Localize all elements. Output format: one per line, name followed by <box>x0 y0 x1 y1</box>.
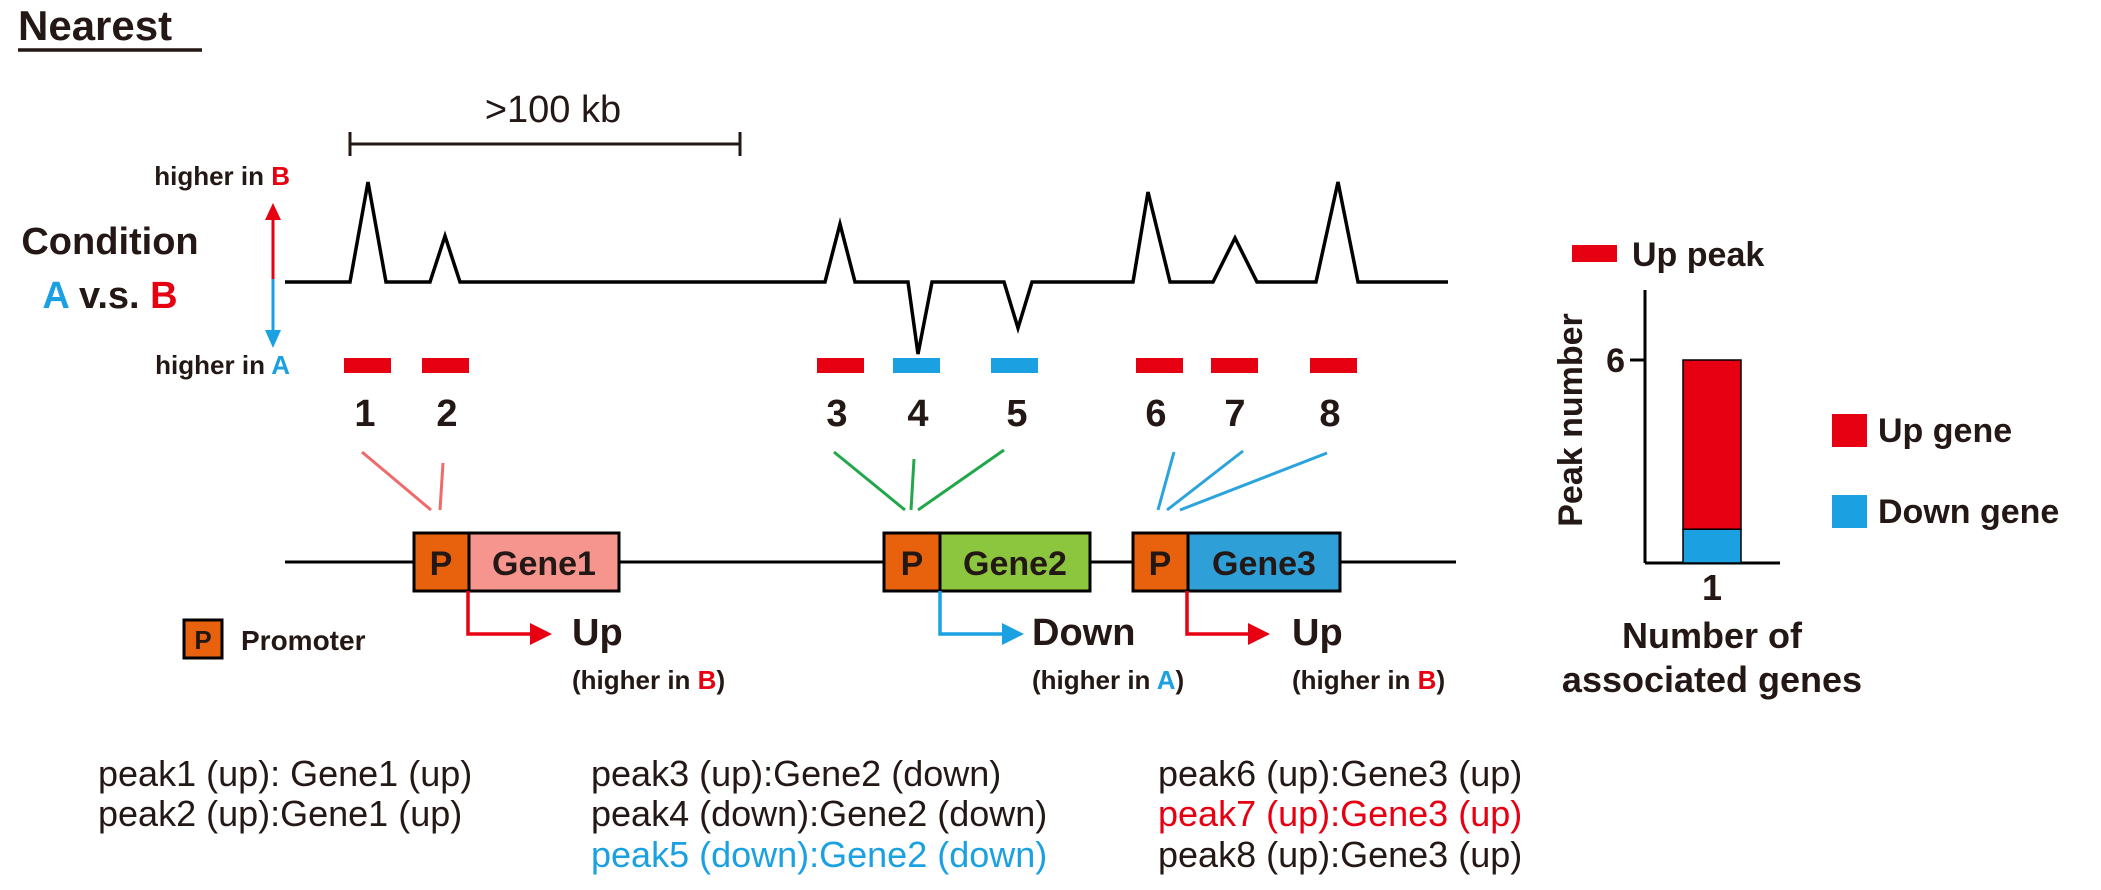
peak-number-4: 4 <box>907 393 928 435</box>
peak-bar-5 <box>991 358 1038 373</box>
gene3-promoter <box>1131 531 1190 593</box>
gene2-direction: Down <box>1032 612 1135 654</box>
mapping-line-highlight: peak7 (up):Gene3 (up) <box>1158 793 1522 834</box>
gene2-name: Gene2 <box>963 545 1067 583</box>
gene2-down-arrow <box>938 591 1024 645</box>
higher-in-a-label: higher in A <box>155 350 290 380</box>
mapping-line: peak6 (up):Gene3 (up) <box>1158 753 1522 794</box>
legend-up-gene-label: Up gene <box>1878 412 2012 450</box>
gene2-note: (higher in A) <box>1032 665 1184 695</box>
link-peak6 <box>1156 451 1176 511</box>
higher-in-b-label: higher in B <box>154 161 290 191</box>
gene3-block: P Gene3 <box>1131 531 1342 593</box>
gene1-promoter-label: P <box>430 545 453 583</box>
mapping-line: peak2 (up):Gene1 (up) <box>98 793 462 834</box>
peak-number-3: 3 <box>826 393 847 435</box>
link-peak1 <box>361 450 432 512</box>
mapping-line: peak4 (down):Gene2 (down) <box>591 793 1047 834</box>
link-peak5 <box>917 448 1005 512</box>
gene2-block: P Gene2 <box>882 531 1092 593</box>
peak-number-8: 8 <box>1319 393 1340 435</box>
mapping-line: peak8 (up):Gene3 (up) <box>1158 834 1522 875</box>
link-peak8 <box>1179 451 1328 512</box>
scale-label: >100 kb <box>485 89 621 131</box>
gene1-body <box>467 531 621 593</box>
promoter-legend-label: Promoter <box>241 625 366 656</box>
gene1-direction: Up <box>572 612 623 654</box>
promoter-legend-swatch <box>182 618 224 660</box>
peak-bar-4 <box>893 358 940 373</box>
peak-bar-7 <box>1211 358 1258 373</box>
chart-bars <box>1682 359 1742 564</box>
peak-chart: Up peak Peak number 6 1 Number of associ… <box>1552 236 2059 700</box>
gene3-promoter-label: P <box>1149 545 1172 583</box>
bar-segment-up-gene <box>1682 359 1742 530</box>
peak-bars <box>344 358 1357 373</box>
bar-segment-down-gene <box>1682 528 1742 564</box>
chart-y-tick-label: 6 <box>1606 342 1625 380</box>
peak-bar-6 <box>1136 358 1183 373</box>
peak-number-6: 6 <box>1145 393 1166 435</box>
gene3-name: Gene3 <box>1212 545 1316 583</box>
chart-y-axis-label: Peak number <box>1552 313 1590 527</box>
gene2-body <box>938 531 1092 593</box>
mapping-column-1: peak1 (up): Gene1 (up) peak2 (up):Gene1 … <box>98 753 472 834</box>
scale-bar <box>348 132 742 156</box>
legend-up-peak-swatch <box>1572 245 1617 262</box>
signal-track <box>285 181 1448 355</box>
legend-down-gene-swatch <box>1832 495 1867 528</box>
peak-bar-2 <box>422 358 469 373</box>
gene3-body <box>1186 531 1342 593</box>
gene1-block: P Gene1 <box>412 531 621 593</box>
gene1-note: (higher in B) <box>572 665 725 695</box>
link-peak3 <box>833 450 906 512</box>
link-peak7 <box>1166 449 1244 512</box>
promoter-legend: P Promoter <box>182 618 366 660</box>
peak-bar-3 <box>817 358 864 373</box>
chart-x-axis-label-line2: associated genes <box>1562 659 1862 700</box>
mapping-column-3: peak6 (up):Gene3 (up) peak7 (up):Gene3 (… <box>1158 753 1522 875</box>
gene3-direction: Up <box>1292 612 1343 654</box>
condition-ab-label: A v.s. B <box>42 275 177 317</box>
chart-x-axis-label-line1: Number of <box>1622 615 1803 656</box>
legend-down-gene-label: Down gene <box>1878 493 2059 531</box>
promoter-legend-symbol: P <box>194 625 211 655</box>
peak-number-2: 2 <box>436 393 457 435</box>
condition-axis-arrow <box>265 203 281 348</box>
mapping-line: peak3 (up):Gene2 (down) <box>591 753 1001 794</box>
gene3-up-arrow <box>1185 591 1270 645</box>
condition-label: Condition <box>21 221 198 263</box>
link-peak2 <box>438 462 445 511</box>
gene3-note: (higher in B) <box>1292 665 1445 695</box>
peak-bar-1 <box>344 358 391 373</box>
diagram-title: Nearest <box>18 2 172 49</box>
legend-up-peak-label: Up peak <box>1632 236 1764 274</box>
mapping-line-highlight: peak5 (down):Gene2 (down) <box>591 834 1047 875</box>
link-peak4 <box>909 458 916 511</box>
peak-number-7: 7 <box>1224 393 1245 435</box>
chart-x-tick-label: 1 <box>1702 567 1722 608</box>
gene1-up-arrow <box>466 591 552 645</box>
legend-up-gene-swatch <box>1832 414 1867 447</box>
peak-number-1: 1 <box>354 393 375 435</box>
gene1-name: Gene1 <box>492 545 596 583</box>
peak-bar-8 <box>1310 358 1357 373</box>
peak-gene-links <box>361 448 1328 512</box>
peak-number-5: 5 <box>1006 393 1027 435</box>
gene2-promoter-label: P <box>901 545 924 583</box>
mapping-line: peak1 (up): Gene1 (up) <box>98 753 472 794</box>
mapping-column-2: peak3 (up):Gene2 (down) peak4 (down):Gen… <box>591 753 1047 875</box>
